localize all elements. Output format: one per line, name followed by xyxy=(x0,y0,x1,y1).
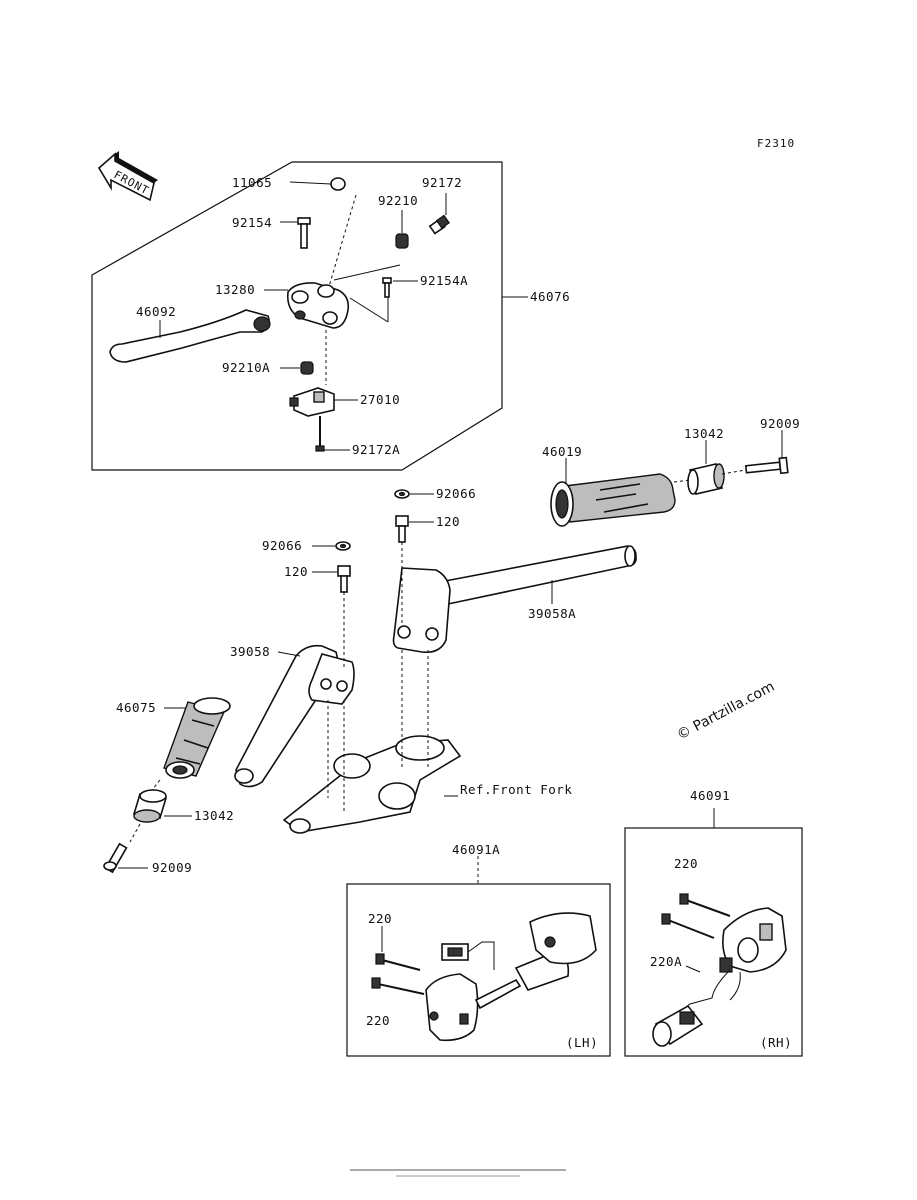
part-rh-switch-housing xyxy=(652,907,787,1047)
part-92210 xyxy=(395,233,409,249)
label-220-lh-top: 220 xyxy=(368,911,392,926)
label-92154A: 92154A xyxy=(420,273,468,288)
label-92172A: 92172A xyxy=(352,442,400,457)
part-11065 xyxy=(330,177,346,191)
label-92154: 92154 xyxy=(232,215,272,230)
label-13280: 13280 xyxy=(215,282,255,297)
label-92009-rh: 92009 xyxy=(760,416,800,431)
part-120-a xyxy=(395,515,409,543)
part-13280 xyxy=(286,282,350,329)
part-46092 xyxy=(109,309,271,363)
part-lh-switch-housing xyxy=(425,912,597,1042)
part-92066-a xyxy=(394,489,410,499)
part-46075 xyxy=(163,697,231,779)
part-92154 xyxy=(297,217,311,249)
part-39058 xyxy=(234,644,355,788)
part-92172 xyxy=(428,214,450,235)
ref-front-fork-label: Ref.Front Fork xyxy=(460,782,572,797)
label-13042-lh: 13042 xyxy=(194,808,234,823)
part-92210A xyxy=(300,361,314,375)
front-arrow-icon: FRONT xyxy=(97,151,158,202)
label-46092: 46092 xyxy=(136,304,176,319)
label-13042-rh: 13042 xyxy=(684,426,724,441)
label-39058: 39058 xyxy=(230,644,270,659)
part-13042-rh xyxy=(687,463,725,495)
label-46091: 46091 xyxy=(690,788,730,803)
part-39058A xyxy=(392,545,637,654)
lh-switch-box xyxy=(346,883,611,1057)
label-220-lh-bottom: 220 xyxy=(366,1013,390,1028)
part-120-b xyxy=(337,565,351,593)
diagram-code: F2310 xyxy=(757,137,795,150)
label-92009-lh: 92009 xyxy=(152,860,192,875)
label-120-a: 120 xyxy=(436,514,460,529)
part-46019 xyxy=(550,473,676,527)
label-11065: 11065 xyxy=(232,175,272,190)
part-220-rh-screws xyxy=(661,893,731,939)
label-92172: 92172 xyxy=(422,175,462,190)
footer-fine-print xyxy=(350,1169,566,1177)
label-39058A: 39058A xyxy=(528,606,576,621)
label-92066-a: 92066 xyxy=(436,486,476,501)
label-92210: 92210 xyxy=(378,193,418,208)
label-lh-box: (LH) xyxy=(566,1035,598,1050)
watermark: © Partzilla.com xyxy=(674,679,777,744)
part-92154A xyxy=(382,277,392,298)
label-46076: 46076 xyxy=(530,289,570,304)
label-46075: 46075 xyxy=(116,700,156,715)
part-92172A xyxy=(315,416,325,452)
label-46091A: 46091A xyxy=(452,842,500,857)
label-92210A: 92210A xyxy=(222,360,270,375)
label-220A: 220A xyxy=(650,954,682,969)
part-220-lh-screws xyxy=(371,953,425,995)
part-92066-b xyxy=(335,541,351,551)
label-220-rh: 220 xyxy=(674,856,698,871)
label-92066-b: 92066 xyxy=(262,538,302,553)
label-rh-box: (RH) xyxy=(760,1035,792,1050)
label-120-b: 120 xyxy=(284,564,308,579)
part-13042-lh xyxy=(132,789,168,823)
label-46019: 46019 xyxy=(542,444,582,459)
lever-assembly-frame xyxy=(91,161,503,471)
triple-clamp xyxy=(282,735,462,834)
label-27010: 27010 xyxy=(360,392,400,407)
part-92009-lh xyxy=(103,842,128,874)
part-92009-rh xyxy=(744,456,789,475)
part-27010 xyxy=(289,387,335,417)
